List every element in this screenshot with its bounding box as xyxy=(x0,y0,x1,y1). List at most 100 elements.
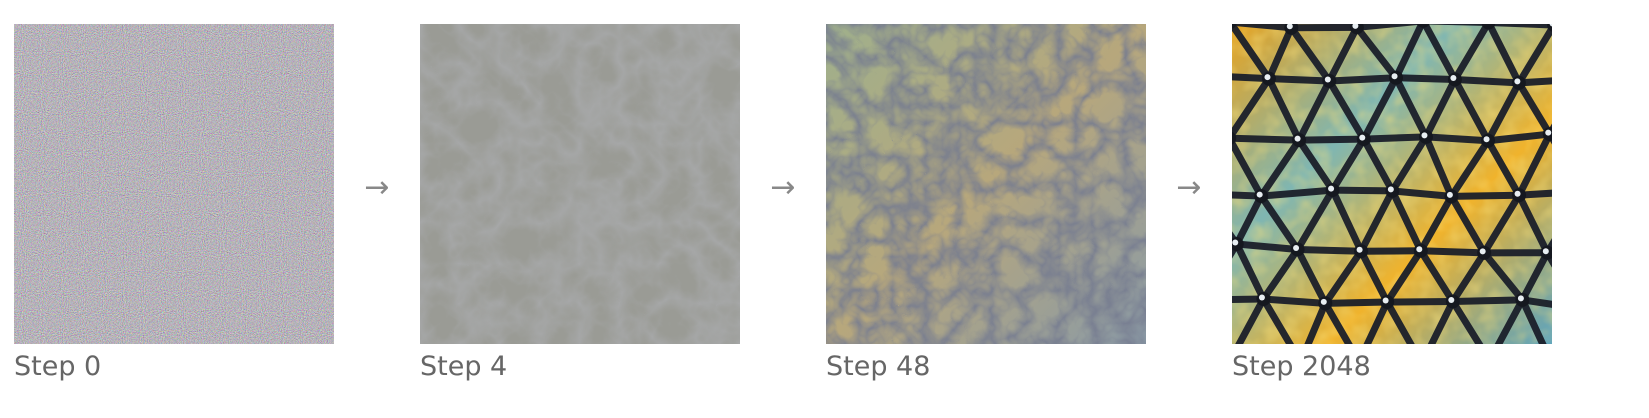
mesh-edge xyxy=(1329,186,1396,195)
mesh-edge xyxy=(1325,24,1361,85)
mesh-edge xyxy=(1353,24,1425,31)
mesh-edge xyxy=(1233,192,1265,248)
mesh-edge xyxy=(1232,295,1267,304)
mesh-edge xyxy=(1325,74,1400,85)
mesh-edge xyxy=(1515,24,1552,87)
mesh-edge xyxy=(1363,298,1391,344)
mesh-edge xyxy=(1518,249,1551,304)
mesh-node-highlight xyxy=(1286,24,1293,30)
mesh-edge xyxy=(1449,249,1488,305)
mesh-edge xyxy=(1518,296,1552,308)
mesh-edge xyxy=(1515,77,1552,87)
mesh-edge xyxy=(1232,134,1303,144)
mesh-edge xyxy=(1383,298,1415,344)
mesh-edge xyxy=(1515,189,1552,199)
mesh-edge xyxy=(1259,295,1329,307)
mesh-edge xyxy=(1357,187,1396,255)
arrow-right-icon: → xyxy=(364,169,390,205)
step-4: Step 4 xyxy=(420,24,740,384)
mesh-node-highlight xyxy=(1294,135,1301,142)
mesh-edge xyxy=(1515,79,1552,138)
mesh-edge xyxy=(1484,130,1552,145)
mesh-edge xyxy=(1480,191,1523,257)
mesh-edge xyxy=(1383,297,1457,306)
mesh-node-highlight xyxy=(1391,73,1398,80)
mesh-edge xyxy=(1449,296,1526,305)
step-2048-label: Step 2048 xyxy=(1232,351,1371,382)
mesh-edge xyxy=(1294,186,1337,253)
mesh-edge xyxy=(1360,74,1400,143)
mesh-edge xyxy=(1449,297,1484,344)
mesh-edge xyxy=(1257,186,1337,200)
mesh-edge xyxy=(1259,295,1295,344)
mesh-edge xyxy=(1388,187,1425,255)
mesh-node-highlight xyxy=(1256,191,1263,198)
mesh-edge xyxy=(1422,133,1492,145)
mesh-edge xyxy=(1232,191,1265,200)
mesh-edge xyxy=(1484,137,1523,199)
mesh-edge xyxy=(1417,192,1455,255)
mesh-node-highlight xyxy=(1549,24,1552,27)
mesh-node xyxy=(1547,24,1552,32)
mesh-node-highlight xyxy=(1517,295,1524,302)
mesh-edge xyxy=(1295,136,1337,194)
step-0-image xyxy=(14,24,334,344)
mesh-node-highlight xyxy=(1382,297,1389,304)
mesh-node-highlight xyxy=(1293,244,1300,251)
mesh-edge xyxy=(1447,192,1488,257)
mesh-edge xyxy=(1233,240,1302,253)
mesh-edge xyxy=(1518,296,1547,344)
mesh-edge xyxy=(1265,24,1295,83)
mesh-node-highlight xyxy=(1359,134,1366,141)
step-4-image xyxy=(420,24,740,344)
mesh-node-highlight xyxy=(1448,296,1455,303)
mesh-edge xyxy=(1233,240,1267,303)
mesh-edge xyxy=(1515,191,1551,257)
mesh-node xyxy=(1416,24,1430,28)
mesh-edge xyxy=(1447,191,1523,200)
mesh-edge xyxy=(1392,24,1426,82)
arrow-3: → xyxy=(1146,24,1232,344)
mesh-edge xyxy=(1451,75,1523,87)
arrow-right-icon: → xyxy=(1176,169,1202,205)
optimization-steps: Step 0 → Step 4 → xyxy=(14,24,1552,384)
mesh-edge xyxy=(1232,75,1273,141)
step-4-label: Step 4 xyxy=(420,351,508,382)
step-0-label: Step 0 xyxy=(14,351,102,382)
mesh-edge xyxy=(1287,24,1333,85)
mesh-edge xyxy=(1232,24,1295,32)
mesh-edge xyxy=(1360,135,1396,195)
mesh-edge xyxy=(1321,299,1353,344)
mesh-edge xyxy=(1235,295,1267,344)
step-48-label: Step 48 xyxy=(826,351,931,382)
mesh-node-highlight xyxy=(1356,246,1363,253)
mesh-edge xyxy=(1295,135,1368,144)
mesh-edge xyxy=(1494,296,1526,344)
mesh-node-highlight xyxy=(1264,74,1271,81)
mesh-node-highlight xyxy=(1352,24,1359,29)
mesh-edge xyxy=(1422,133,1455,200)
step-2048: Step 2048 xyxy=(1232,24,1552,384)
mesh-edge xyxy=(1304,299,1329,344)
mesh-node-highlight xyxy=(1421,132,1428,139)
mesh-edge xyxy=(1321,298,1391,307)
mesh-edge xyxy=(1329,186,1365,255)
mesh-edge xyxy=(1417,247,1457,305)
mesh-edge xyxy=(1360,133,1430,143)
mesh-edge xyxy=(1417,247,1488,257)
mesh-edge xyxy=(1427,297,1457,344)
mesh-edge xyxy=(1422,75,1459,141)
mesh-edge xyxy=(1485,24,1552,29)
arrow-right-icon: → xyxy=(770,169,796,205)
mesh-node-highlight xyxy=(1542,248,1549,255)
mesh-edge xyxy=(1484,79,1523,145)
mesh-edge xyxy=(1325,77,1368,143)
mesh-edge xyxy=(1388,187,1455,200)
mesh-edge xyxy=(1265,75,1333,85)
mesh-node-highlight xyxy=(1324,76,1331,83)
mesh-edge xyxy=(1392,74,1430,141)
mesh-edge xyxy=(1232,73,1273,83)
mesh-edge xyxy=(1357,247,1391,306)
mesh-node xyxy=(1232,24,1237,29)
mesh-edge xyxy=(1294,245,1365,255)
